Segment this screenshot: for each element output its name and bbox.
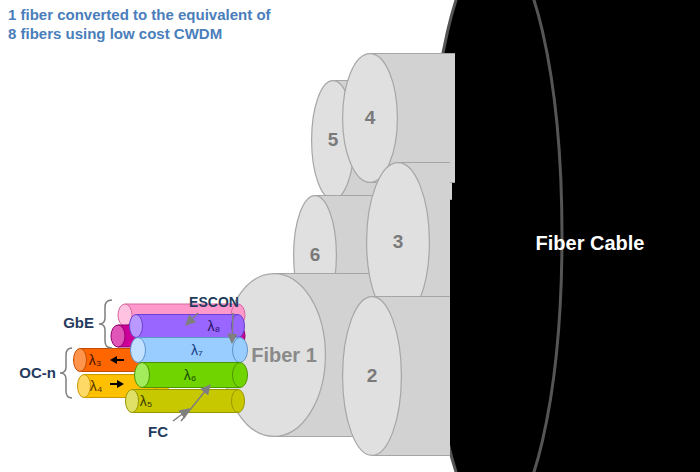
fiber-number: 3: [393, 231, 404, 253]
fiber-cable: Fiber Cable: [428, 0, 700, 472]
fiber-number: Fiber 1: [251, 344, 317, 367]
wavelength-label: λ₃: [89, 352, 102, 368]
wavelength-label: λ₄: [90, 378, 103, 394]
cylinder-face: [78, 375, 91, 398]
fiber-end: 2: [342, 296, 450, 456]
wavelength-channel: λ₈: [129, 314, 245, 338]
wavelength-label: λ₆: [184, 367, 197, 383]
leader-arrow: [181, 385, 210, 421]
signal-label: FC: [148, 423, 168, 440]
cylinder-body: [142, 362, 240, 388]
fiber-number: 2: [367, 365, 378, 387]
cylinder-edge: [138, 337, 240, 338]
fiber-end-outline: [342, 296, 450, 456]
direction-arrow-head: [117, 380, 124, 388]
cylinder-face: [74, 349, 87, 372]
cylinder-body: [132, 389, 238, 413]
cylinder-body: [136, 314, 238, 338]
cylinder-end: [233, 338, 248, 363]
diagram-title: 1 fiber converted to the equivalent of 8…: [8, 5, 274, 43]
cylinder-face: [111, 325, 125, 347]
fiber-number: 6: [310, 244, 321, 266]
fiber-face: [343, 54, 398, 183]
title-anchor: 1 fiber converted to the equivalent of 8…: [0, 0, 266, 38]
wavelength-label: λ₇: [191, 342, 203, 358]
cylinder-end: [233, 363, 248, 388]
group-label: GbE: [63, 314, 94, 331]
fiber-edge: [370, 53, 455, 54]
cylinder-body: [138, 337, 240, 363]
wavelength-channel-outline: [130, 337, 248, 363]
cylinder-edge: [142, 387, 240, 388]
group-bracket: [99, 300, 112, 348]
fiber-edge: [372, 455, 450, 456]
wavelength-channel: λ₆: [134, 362, 248, 388]
group-label: OC-n: [19, 364, 56, 381]
cable-label: Fiber Cable: [536, 232, 645, 255]
wavelength-channel: λ₇: [130, 337, 248, 363]
cylinder-face: [126, 390, 139, 413]
signal-label: ESCON: [189, 294, 239, 310]
cylinder-face: [131, 338, 146, 363]
wavelength-label: λ₅: [140, 393, 153, 409]
cylinder-edge: [138, 362, 240, 363]
fiber-edge: [398, 162, 450, 163]
leader-arrow: [186, 313, 198, 325]
cylinder-edge: [136, 314, 238, 315]
fiber-number: 4: [365, 107, 376, 129]
cylinder-edge: [142, 362, 240, 363]
cylinder-face: [130, 315, 143, 338]
cylinder-edge: [132, 389, 238, 390]
fiber-number: 5: [328, 129, 339, 151]
direction-arrow-head: [110, 356, 117, 364]
cylinder-end: [232, 390, 245, 413]
group-bracket: [60, 348, 72, 398]
wavelength-label: λ₈: [208, 318, 221, 334]
fiber-face: [343, 297, 402, 456]
wavelength-channel: λ₅: [125, 389, 245, 413]
fiber-edge: [372, 296, 450, 297]
wavelength-channel-outline: [129, 314, 245, 338]
leader-arrow: [232, 313, 233, 343]
cylinder-face: [135, 363, 150, 388]
